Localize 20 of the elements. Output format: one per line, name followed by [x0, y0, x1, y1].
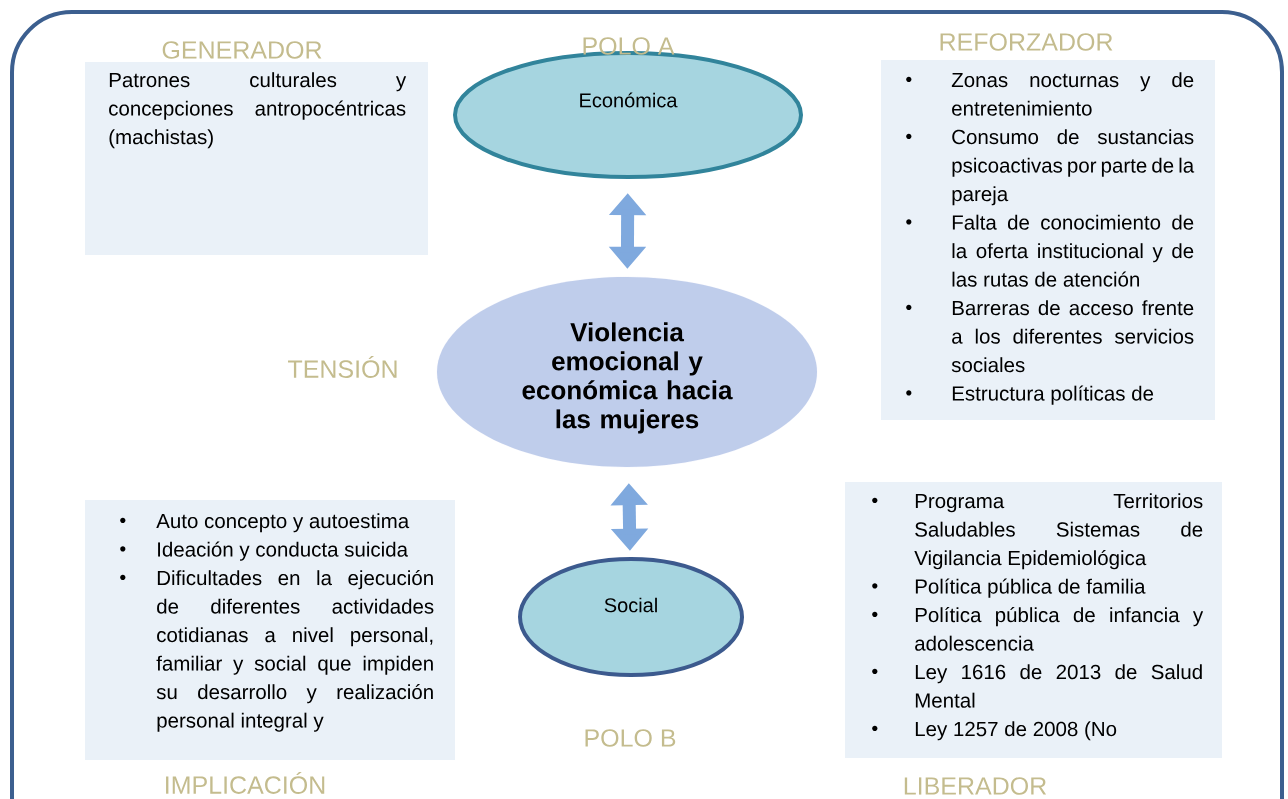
- node-label: Consumo de sustancias psicoactivas por parte de la pareja: [952, 129, 1195, 206]
- text-box: Patrones culturales y concepciones antropocéntricas (machistas): [85, 62, 428, 255]
- node-label: Política pública de familia: [915, 578, 1146, 598]
- box-heading: REFORZADOR: [940, 33, 1113, 51]
- pole-label: POLO B: [585, 729, 676, 747]
- node-label: Falta de conocimiento de la oferta institucional y de las rutas de atención: [952, 214, 1194, 287]
- box-heading: LIBERADOR: [904, 777, 1047, 795]
- node-label: Programa Territorios Saludables Sistemas de Vigilancia Epidemiológica: [914, 493, 1203, 570]
- text-box: Zonas nocturnas y de entretenimiento Consumo de sustancias psicoactivas por parte de la pareja Falta de conocimiento de la oferta institucional y de las rutas de atención Barreras de acceso frente a los diferentes servicios sociales Estructura políticas de: [881, 60, 1215, 420]
- node-label: Barreras de acceso frente a los diferentes servicios sociales: [951, 300, 1194, 373]
- text-box: Auto concepto y autoestima Ideación y conducta suicida Dificultades en la ejecución de diferentes actividades cotidianas a nivel personal, familiar y social que impiden su desarrollo y realización personal integral y: [85, 500, 455, 760]
- node-label: Estructura políticas de: [952, 385, 1154, 405]
- box-heading: GENERADOR: [162, 41, 322, 59]
- box-heading: IMPLICACIÓN: [166, 772, 325, 794]
- node-label: Política pública de infancia y adolescencia: [915, 606, 1204, 651]
- text-box: Programa Territorios Saludables Sistemas de Vigilancia Epidemiológica Política pública de familia Política pública de infancia y adolescencia Ley 1616 de 2013 de Salud Mental Ley 1257 de 2008 (No: [845, 482, 1222, 758]
- tension-label: TENSIÓN: [288, 356, 397, 378]
- node-label: Ley 1257 de 2008 (No: [915, 721, 1117, 741]
- node-label: Zonas nocturnas y de entretenimiento: [951, 72, 1194, 116]
- node-label: Ley 1616 de 2013 de Salud Mental: [915, 664, 1202, 708]
